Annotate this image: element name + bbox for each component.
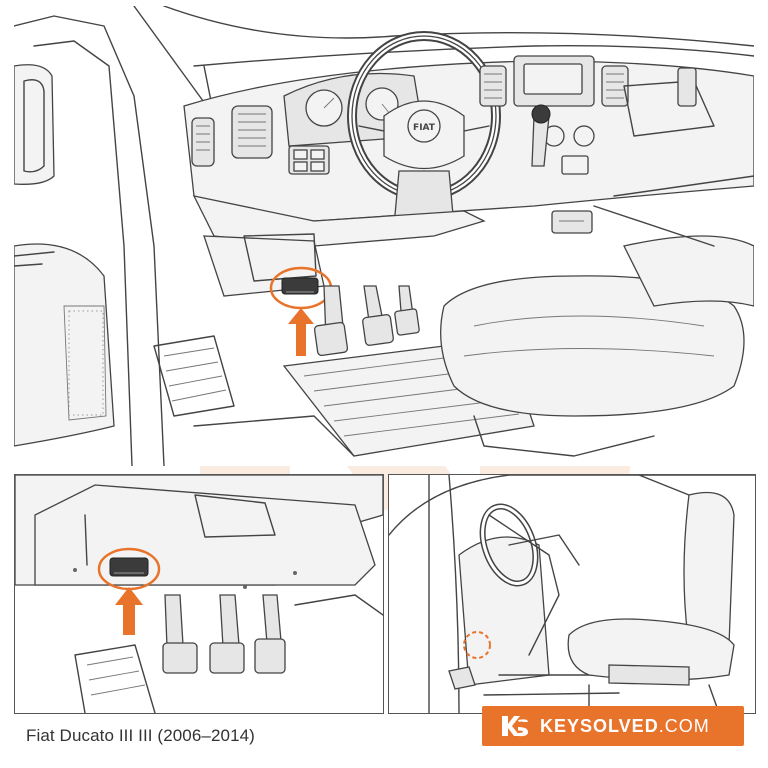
up-arrow-icon [288,308,314,356]
keysolved-logo-icon [502,716,528,737]
cabin-drawing: FIAT [14,6,754,466]
brand-name: KEYSOLVED.COM [540,715,710,736]
obd-port-icon [281,277,319,295]
inset-port-closeup [14,474,384,714]
fiat-badge [407,109,441,143]
steering-wheel: FIAT [347,31,501,227]
cabin-overview-drawing [389,475,755,713]
up-arrow-icon [115,587,143,635]
location-circle-icon [463,631,491,659]
infotainment-screen [523,63,583,95]
keysolved-brand-badge: KEYSOLVED.COM [482,706,744,746]
vehicle-caption: Fiat Ducato III III (2006–2014) [26,726,255,745]
obd-port-highlight [97,547,161,591]
passenger-seat [567,491,735,713]
main-cabin-illustration: FIAT [14,6,754,466]
port-closeup-drawing [15,475,383,713]
left-air-vent [231,105,273,159]
obd-port-icon [109,557,149,577]
pedals [313,285,420,357]
far-left-air-vent [191,117,215,167]
door-speaker-grille [68,310,104,416]
switch-panel [288,145,330,175]
steering-wheel [479,503,580,587]
driver-seat [440,235,754,457]
pedals [162,594,286,674]
steering-wheel-logo: FIAT [413,123,436,133]
center-console [479,55,629,175]
inset-cabin-overview [388,474,756,714]
